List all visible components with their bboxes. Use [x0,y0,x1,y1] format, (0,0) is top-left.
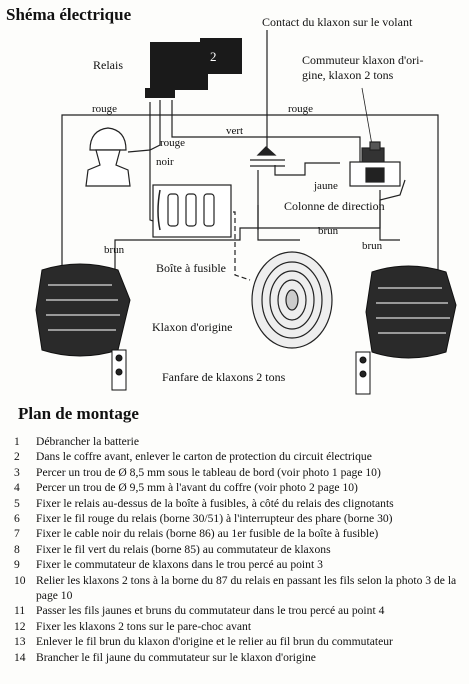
wire-vert [171,100,361,162]
step-item: 11 Passer les fils jaunes et bruns du com… [14,603,464,618]
label-brun-center: brun [318,225,339,237]
step-number: 14 [14,650,26,664]
step-number: 6 [14,512,20,526]
step-number: 2 [14,450,20,464]
step-text: Percer un trou de Ø 9,5 mm à l'avant du … [36,481,358,495]
label-relais: Relais [93,58,123,72]
label-colonne: Colonne de direction [284,199,385,213]
step-item: 14 Brancher le fil jaune du commutateur s… [14,650,464,665]
step-number: 8 [14,542,20,556]
step-text: Fixer le fil rouge du relais (borne 30/5… [36,512,393,526]
step-text: Passer les fils jaunes et bruns du commu… [36,604,385,618]
wiring-diagram: 2 [35,15,457,395]
label-brun-right: brun [362,240,383,252]
step-item: 7 Fixer le cable noir du relais (borne 86… [14,526,464,541]
step-number: 12 [14,619,26,633]
step-text: Fixer le relais au-dessus de la boîte à … [36,496,394,510]
relay: 2 [145,38,242,98]
wire-contact-2 [274,162,340,176]
wire-rouge-top [61,114,439,290]
step-text: Enlever le fil brun du klaxon d'origine … [36,635,393,649]
wire-jaune [257,205,300,241]
label-rouge-right: rouge [288,103,313,115]
horn-contact [250,146,285,167]
step-number: 10 [14,573,26,587]
assembly-steps: 1 Débrancher la batterie 2 Dans le coffre a… [14,434,464,665]
step-number: 11 [14,604,26,618]
wire-brun-right [379,179,406,241]
step-item: 10 Relier les klaxons 2 tons à la borne d… [14,573,464,604]
wire-rouge-relay [127,100,161,153]
label-jaune: jaune [313,180,338,192]
step-text: Fixer le commutateur de klaxons dans le … [36,558,323,572]
label-commutateur-2: gine, klaxon 2 tons [302,68,394,82]
step-item: 12 Fixer les klaxons 2 tons sur le pare-c… [14,619,464,634]
label-contact: Contact du klaxon sur le volant [262,15,413,29]
step-item: 6 Fixer le fil rouge du relais (borne 30/… [14,511,464,526]
step-item: 2 Dans le coffre avant, enlever le carton… [14,449,464,464]
diagram-title: Shéma électrique [6,5,132,24]
fuse-box [152,184,232,238]
label-boite-fusible: Boîte à fusible [156,261,226,275]
step-item: 4 Percer un trou de Ø 9,5 mm à l'avant du… [14,480,464,495]
step-number: 7 [14,527,20,541]
label-fanfare: Fanfare de klaxons 2 tons [162,370,286,384]
fanfare-horn-right [355,265,457,395]
step-item: 13 Enlever le fil brun du klaxon d'origin… [14,634,464,649]
step-text: Fixer les klaxons 2 tons sur le pare-cho… [36,619,252,633]
fanfare-horn-left [35,263,131,391]
step-number: 3 [14,465,20,479]
switch-knob [85,127,131,187]
step-number: 4 [14,481,20,495]
plan-title: Plan de montage [18,404,139,423]
step-number: 9 [14,558,20,572]
step-text: Brancher le fil jaune du commutateur sur… [36,650,316,664]
label-vert: vert [226,125,243,137]
step-item: 1 Débrancher la batterie [14,434,464,449]
step-number: 5 [14,496,20,510]
step-text: Fixer le cable noir du relais (borne 86)… [36,527,379,541]
step-number: 13 [14,635,26,649]
step-item: 9 Fixer le commutateur de klaxons dans le… [14,557,464,572]
step-text: Dans le coffre avant, enlever le carton … [36,450,372,464]
commutateur [349,141,401,187]
relay-mark: 2 [210,49,217,64]
step-item: 3 Percer un trou de Ø 8,5 mm sous le tabl… [14,465,464,480]
label-klaxon-origine: Klaxon d'origine [152,320,232,334]
step-number: 1 [14,435,20,448]
step-text: Relier les klaxons 2 tons à la borne du … [36,573,457,603]
label-rouge-relay: rouge [160,137,185,149]
label-noir: noir [156,156,174,168]
step-item: 8 Fixer le fil vert du relais (borne 85) … [14,542,464,557]
label-brun-left: brun [104,244,125,256]
step-item: 5 Fixer le relais au-dessus de la boîte à… [14,496,464,511]
label-rouge-left: rouge [92,103,117,115]
leader-commutateur [361,87,373,146]
label-commutateur-1: Commuteur klaxon d'ori- [302,53,423,67]
step-text: Percer un trou de Ø 8,5 mm sous le table… [36,465,381,479]
diagram-labels: Contact du klaxon sur le volant Commuteu… [92,15,423,384]
step-text: Fixer le fil vert du relais (borne 85) a… [36,542,331,556]
horn-original [251,251,333,349]
step-text: Débrancher la batterie [36,435,139,448]
